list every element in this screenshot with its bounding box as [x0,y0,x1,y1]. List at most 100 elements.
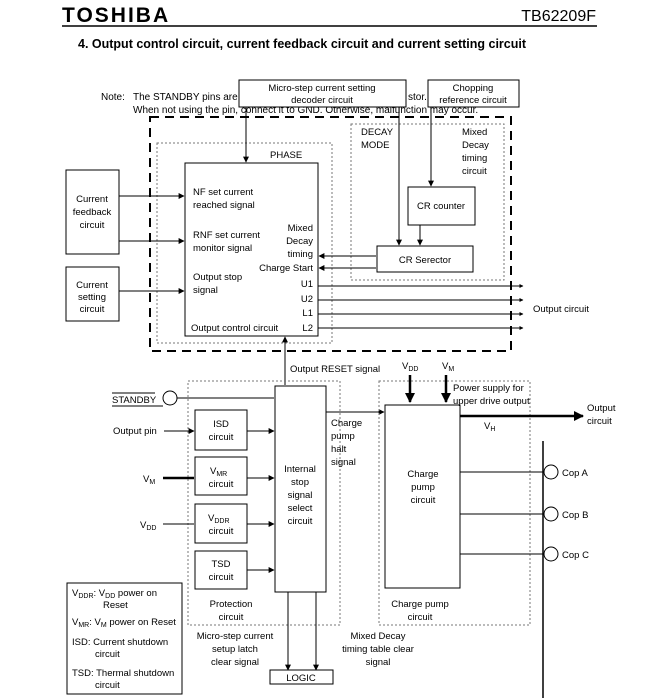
decay-clear-l3: signal [366,657,391,668]
output-pin-label: Output pin [113,426,157,437]
output-circuit2-l1: Output [587,403,616,414]
cr-selector-box [376,245,474,273]
internal-stop-l4: select [288,503,313,514]
halt-l1: Charge [331,418,362,429]
decay-region [350,123,505,281]
halt-l4: signal [331,457,356,468]
decay-mode-l2: MODE [361,140,390,151]
legend-isd-l1: ISD: Current shutdown [72,637,168,648]
legend-vmr: VMR: VM power on Reset [72,617,176,629]
output-control-box [184,162,319,337]
isd-l1: ISD [213,419,229,430]
latch-clear-l2: setup latch [212,644,258,655]
note-line2: When not using the pin, connect it to GN… [133,105,478,116]
vdd-cp-label: VDD [402,361,418,373]
tsd-l2: circuit [209,572,234,583]
current-setting-l3: circuit [80,304,105,315]
isd-box [194,409,248,451]
charge-pump-box [384,404,461,589]
u2-label: U2 [301,294,313,305]
cr-selector-label: CR Serector [399,255,451,266]
decay-clear-l2: timing table clear [342,644,414,655]
cr-counter-label: CR counter [417,201,465,212]
protection-region [187,380,341,626]
current-feedback-l2: feedback [73,207,112,218]
current-feedback-l3: circuit [80,220,105,231]
microstep-decoder-l1: Micro-step current setting [268,83,375,94]
microstep-decoder-l2: decoder circuit [291,95,353,106]
current-setting-l1: Current [76,280,108,291]
phase-region [156,142,333,344]
cop-b-label: Cop B [562,510,588,521]
output-control-label: Output control circuit [191,323,278,334]
charge-pump-l3: circuit [411,495,436,506]
vmr-l2: circuit [209,479,234,490]
power-upper-l2: upper drive output [453,396,530,407]
mixed-decay-sig-l2: Decay [286,236,313,247]
vm-cp-label: VM [442,361,454,373]
toshiba-logo: TOSHIBA [62,4,170,27]
vm-input-label: VM [143,474,155,486]
latch-clear-l1: Micro-step current [197,631,274,642]
nf-set-l1: NF set current [193,187,254,198]
halt-l2: pump [331,431,355,442]
power-upper-l1: Power supply for [453,383,524,394]
note-line1a: The STANDBY pins are [133,92,238,103]
cop-c-pin-icon [543,546,559,562]
tsd-box [194,550,248,590]
cop-a-pin-icon [543,464,559,480]
vh-label: VH [484,421,495,433]
charge-pump-l2: pump [411,482,435,493]
current-feedback-l1: Current [76,194,108,205]
nf-set-l2: reached signal [193,200,255,211]
mixed-decay-sig-l1: Mixed [288,223,313,234]
charge-pump-l1: Charge [407,469,438,480]
current-setting-box [65,266,120,322]
legend-tsd-l2: circuit [95,680,120,691]
decay-mode-l1: DECAY [361,127,394,138]
current-feedback-box [65,169,120,255]
vddr-l1: VDDR [208,513,230,525]
chopping-ref-l2: reference circuit [439,95,507,106]
mixed-decay-timing-c1: Mixed [462,127,487,138]
output-control-enclosure [149,116,512,352]
cop-c-label: Cop C [562,550,589,561]
l1-label: L1 [302,308,313,319]
legend-vddr-l1: VDDR: VDD power on [72,588,157,600]
vddr-box [194,503,248,544]
decay-clear-l1: Mixed Decay [351,631,406,642]
logic-box [269,669,334,685]
internal-stop-l3: signal [288,490,313,501]
cr-counter-box [407,186,476,226]
cop-b-pin-icon [543,506,559,522]
vmr-box [194,456,248,496]
tsd-l1: TSD [212,559,231,570]
output-circuit2-l2: circuit [587,416,612,427]
output-circuit-label: Output circuit [533,304,589,315]
u1-label: U1 [301,279,313,290]
section-title: 4. Output control circuit, current feedb… [78,37,527,51]
standby-pin-icon [162,390,178,406]
legend-vddr-l2: Reset [103,600,128,611]
mixed-decay-sig-l3: timing [288,249,313,260]
isd-l2: circuit [209,432,234,443]
internal-stop-l1: Internal [284,464,316,475]
rnf-set-l1: RNF set current [193,230,260,241]
legend-tsd-l1: TSD: Thermal shutdown [72,668,174,679]
protection-l1: Protection [210,599,253,610]
chopping-ref-box [427,79,520,108]
output-stop-l1: Output stop [193,272,242,283]
latch-clear-l3: clear signal [211,657,259,668]
charge-pump-region [378,380,531,626]
internal-stop-box [274,385,327,593]
protection-l2: circuit [219,612,244,623]
mixed-decay-timing-c4: circuit [462,166,487,177]
charge-start-label: Charge Start [259,263,313,274]
cop-a-label: Cop A [562,468,589,479]
output-stop-l2: signal [193,285,218,296]
output-reset-label: Output RESET signal [290,364,380,375]
mixed-decay-timing-c2: Decay [462,140,489,151]
vddr-l2: circuit [209,526,234,537]
part-number: TB62209F [521,8,596,25]
